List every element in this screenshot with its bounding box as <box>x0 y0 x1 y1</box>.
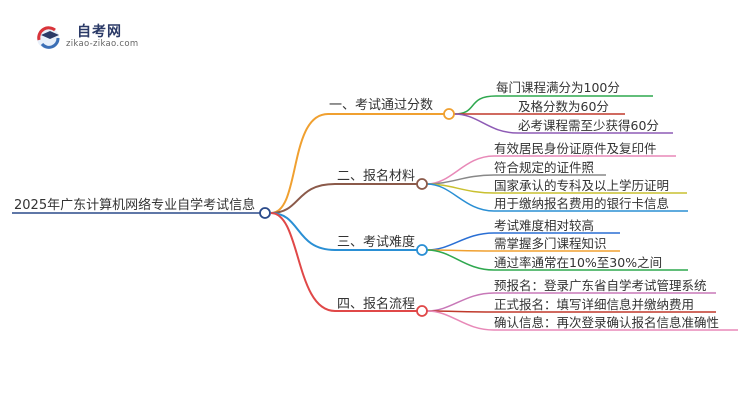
leaf-label: 正式报名：填写详细信息并缴纳费用 <box>494 297 695 312</box>
leaf-label: 国家承认的专科及以上学历证明 <box>494 178 670 193</box>
graduation-cap-icon <box>37 26 60 49</box>
branch-connector <box>270 212 336 312</box>
root-node <box>259 207 271 219</box>
logo-title: 自考网 <box>77 24 122 40</box>
branch-node <box>416 305 428 317</box>
logo-subtitle: zikao-zikao.com <box>66 39 139 49</box>
root-label: 2025年广东计算机网络专业自学考试信息 <box>14 198 256 213</box>
leaf-connector <box>453 95 497 115</box>
leaf-label: 确认信息：再次登录确认报名信息准确性 <box>494 315 720 330</box>
branch-connector <box>270 183 336 214</box>
leaf-label: 及格分数为60分 <box>518 99 609 114</box>
leaf-label: 预报名：登录广东省自学考试管理系统 <box>494 278 707 293</box>
leaf-label: 有效居民身份证原件及复印件 <box>494 141 657 156</box>
branch-label-4: 四、报名流程 <box>337 297 416 312</box>
leaf-connector <box>453 113 519 134</box>
leaf-label: 必考课程需至少获得60分 <box>518 118 659 133</box>
leaf-label: 考试难度相对较高 <box>494 218 595 233</box>
leaf-connector <box>426 174 495 185</box>
branch-label-1: 一、考试通过分数 <box>329 98 434 113</box>
leaf-label: 需掌握多门课程知识 <box>494 236 607 251</box>
branch-label-3: 三、考试难度 <box>337 235 416 250</box>
branch-node <box>416 178 428 190</box>
branch-label-2: 二、报名材料 <box>337 169 416 184</box>
branch-connector <box>270 113 329 214</box>
leaf-label: 符合规定的证件照 <box>494 160 595 175</box>
leaf-connector <box>426 232 495 251</box>
leaf-label: 通过率通常在10%至30%之间 <box>494 255 663 270</box>
leaf-label: 每门课程满分为100分 <box>496 80 620 95</box>
leaf-label: 用于缴纳报名费用的银行卡信息 <box>494 196 670 211</box>
branch-node <box>416 244 428 256</box>
leaf-connector <box>426 292 495 312</box>
leaf-connector <box>426 310 495 331</box>
leaf-connector <box>426 183 495 212</box>
branch-node <box>443 108 455 120</box>
branch-connector <box>270 212 336 251</box>
leaf-connector <box>426 249 495 271</box>
